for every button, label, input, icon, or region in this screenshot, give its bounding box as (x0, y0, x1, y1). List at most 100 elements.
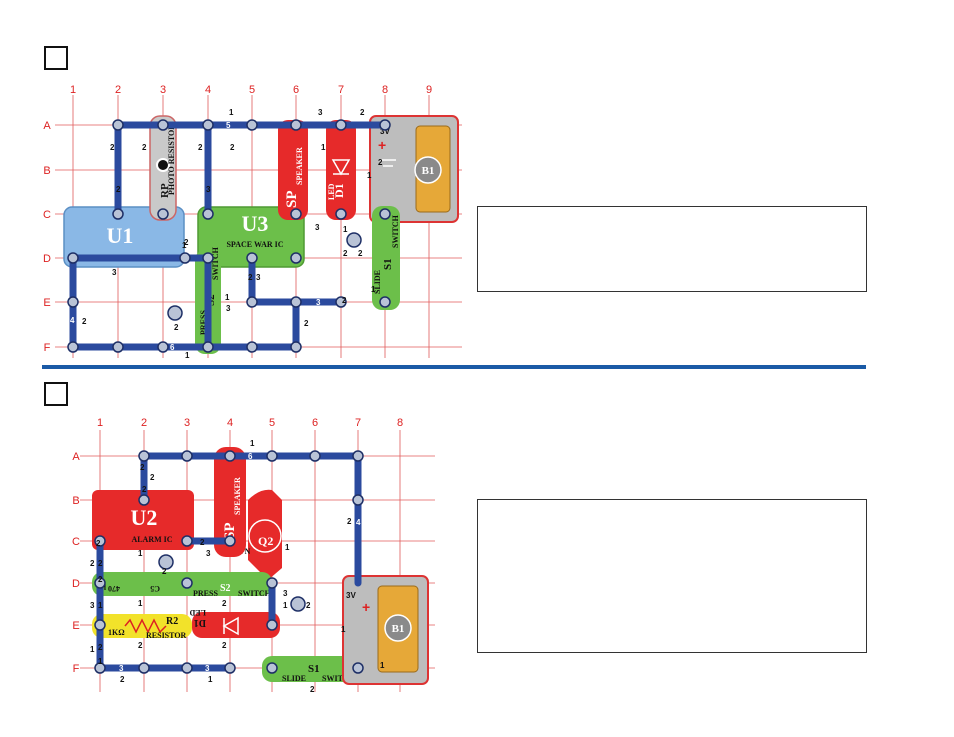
svg-text:S2: S2 (220, 583, 231, 594)
svg-text:D1: D1 (194, 617, 206, 628)
project-number-box-2 (44, 382, 68, 406)
svg-text:3: 3 (283, 589, 288, 598)
row-labels-top: A B C D E F (43, 120, 51, 354)
svg-text:3: 3 (316, 298, 321, 307)
svg-text:ALARM IC: ALARM IC (131, 535, 172, 544)
svg-text:R2: R2 (166, 616, 178, 627)
col-label: 1 (97, 417, 103, 429)
col-label: 5 (249, 84, 255, 96)
svg-text:2: 2 (184, 238, 189, 247)
svg-text:SWITCH: SWITCH (211, 246, 220, 280)
svg-text:Q2: Q2 (258, 534, 273, 548)
row-label: F (73, 663, 80, 675)
svg-text:3: 3 (205, 664, 210, 673)
row-labels-bottom: A B C D E F (72, 451, 80, 675)
svg-text:SP: SP (222, 522, 238, 540)
col-label: 4 (227, 417, 233, 429)
row-label: D (72, 578, 80, 590)
svg-text:3: 3 (90, 601, 95, 610)
svg-text:2: 2 (116, 185, 121, 194)
svg-text:SLIDE: SLIDE (373, 270, 382, 294)
col-label: 1 (70, 84, 76, 96)
svg-text:D1: D1 (332, 183, 346, 198)
row-label: A (72, 451, 80, 463)
svg-text:1: 1 (250, 439, 255, 448)
svg-text:2: 2 (343, 249, 348, 258)
col-label: 8 (397, 417, 403, 429)
svg-text:1: 1 (98, 657, 103, 666)
svg-text:3: 3 (226, 304, 231, 313)
svg-text:2: 2 (306, 601, 311, 610)
svg-text:2: 2 (347, 517, 352, 526)
svg-text:1KΩ: 1KΩ (108, 628, 125, 637)
svg-text:5: 5 (226, 121, 231, 130)
svg-text:LED: LED (327, 183, 336, 200)
q2-transistor: Q2 NPN (234, 489, 282, 580)
svg-text:2: 2 (174, 323, 179, 332)
col-label: 3 (160, 84, 166, 96)
svg-text:1: 1 (343, 225, 348, 234)
svg-text:3: 3 (206, 549, 211, 558)
svg-text:SPACE WAR IC: SPACE WAR IC (226, 240, 283, 249)
svg-text:3: 3 (206, 185, 211, 194)
svg-text:2: 2 (150, 473, 155, 482)
svg-text:S1: S1 (382, 258, 394, 270)
svg-text:3: 3 (318, 108, 323, 117)
column-labels-top: 1 2 3 4 5 6 7 8 9 (70, 84, 432, 96)
col-label: 7 (338, 84, 344, 96)
svg-text:1: 1 (283, 601, 288, 610)
b1-battery-bottom: B1 3V + (342, 575, 429, 685)
svg-text:2: 2 (304, 319, 309, 328)
s1-slide-switch-bottom: S1 SLIDE SWITCH (262, 656, 366, 683)
svg-text:6: 6 (170, 343, 175, 352)
svg-text:SWITCH: SWITCH (391, 214, 400, 248)
svg-text:SP: SP (284, 190, 300, 208)
row-label: E (72, 620, 79, 632)
row-label: C (43, 209, 51, 221)
svg-text:2: 2 (110, 143, 115, 152)
col-label: 2 (141, 417, 147, 429)
svg-text:1: 1 (185, 351, 190, 360)
col-label: 6 (293, 84, 299, 96)
svg-text:SLIDE: SLIDE (282, 674, 306, 683)
row-label: B (43, 165, 50, 177)
svg-text:PRESS: PRESS (199, 310, 208, 335)
svg-text:2: 2 (98, 575, 103, 584)
svg-text:PHOTO RESISTOR: PHOTO RESISTOR (167, 124, 176, 195)
row-label: F (44, 342, 51, 354)
svg-text:1: 1 (341, 625, 346, 634)
svg-text:S1: S1 (308, 663, 320, 675)
s1-slide-switch: S1 SLIDE SWITCH (372, 206, 400, 310)
row-label: A (43, 120, 51, 132)
svg-text:3: 3 (315, 223, 320, 232)
svg-text:2: 2 (360, 108, 365, 117)
svg-text:B1: B1 (392, 623, 405, 635)
svg-text:1: 1 (367, 171, 372, 180)
svg-text:4: 4 (70, 316, 75, 325)
s2-press-switch-bottom: S2 PRESS SWITCH (193, 583, 272, 598)
project-number-box-1 (44, 46, 68, 70)
svg-text:1: 1 (229, 108, 234, 117)
svg-text:RP: RP (159, 183, 171, 198)
b1-battery: B1 3V + (369, 115, 459, 223)
svg-text:6: 6 (248, 452, 253, 461)
svg-text:1: 1 (138, 549, 143, 558)
svg-text:1: 1 (380, 661, 385, 670)
svg-text:2: 2 (310, 685, 315, 694)
col-label: 2 (115, 84, 121, 96)
wire-labels-bottom: 1 6 2 2 2 2 4 2 2 3 1 1 2 2 2 2 3 1 1 1 … (90, 439, 385, 694)
col-label: 9 (426, 84, 432, 96)
svg-text:3V: 3V (346, 591, 356, 600)
svg-text:SWITCH: SWITCH (322, 674, 356, 683)
svg-text:1: 1 (371, 285, 376, 294)
svg-text:SPEAKER: SPEAKER (233, 477, 242, 515)
svg-text:C5: C5 (150, 584, 160, 593)
snaps-bottom (94, 450, 364, 674)
svg-text:1: 1 (138, 599, 143, 608)
svg-text:RESISTOR: RESISTOR (146, 631, 187, 640)
wire-labels-top: 1 5 3 2 2 2 2 2 2 1 3 1 3 1 3 2 2 1 3 2 … (70, 108, 383, 360)
sp-speaker-bottom: SP SPEAKER (214, 447, 246, 557)
column-labels-bottom: 1 2 3 4 5 6 7 8 (97, 417, 403, 429)
svg-text:1: 1 (285, 543, 290, 552)
svg-text:2: 2 (142, 143, 147, 152)
